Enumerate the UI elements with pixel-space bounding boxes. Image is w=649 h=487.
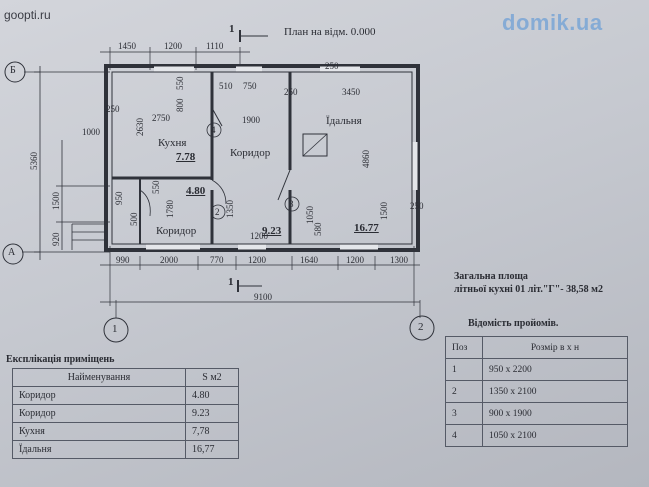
room-area: 7,78	[185, 422, 239, 441]
dim-inner-15: 250	[410, 201, 424, 211]
header-pos: Поз	[445, 336, 483, 359]
dim-bottom-2: 2000	[160, 255, 178, 265]
dim-inner-6: 750	[243, 81, 257, 91]
room-area-kitchen: 7.78	[176, 151, 196, 163]
dim-total: 9100	[254, 292, 272, 302]
room-name: Коридор	[12, 386, 186, 405]
room-name: Коридор	[12, 404, 186, 423]
dim-bottom-7: 1300	[390, 255, 408, 265]
table-row: 1 950 х 2200	[445, 358, 628, 381]
table-row: 3 900 х 1900	[445, 402, 628, 425]
dim-inner-4: 550	[175, 76, 185, 91]
dim-left-2: 1500	[51, 192, 61, 210]
dim-inner-17: 1780	[165, 200, 175, 218]
axis-label-a: А	[8, 247, 16, 258]
dim-inner-23: 550	[151, 180, 161, 195]
total-area-line-2: літньої кухні 01 літ."Г"- 38,58 м2	[454, 284, 603, 295]
dim-inner-5: 510	[219, 81, 233, 91]
watermark-left: goopti.ru	[4, 8, 51, 22]
dim-inner-10: 1900	[242, 115, 260, 125]
opening-pos: 1	[445, 358, 483, 381]
axis-label-1: 1	[112, 323, 118, 335]
room-area: 4.80	[185, 386, 239, 405]
total-area-line-1: Загальна площа	[454, 271, 528, 282]
room-name: Їдальня	[12, 440, 186, 459]
dim-top-2: 1200	[164, 41, 182, 51]
dim-inner-19: 500	[129, 212, 139, 227]
opening-size: 1350 х 2100	[482, 380, 628, 403]
room-area: 16,77	[185, 440, 239, 459]
door-mark-3: 3	[289, 199, 294, 209]
room-name-kitchen: Кухня	[158, 137, 187, 149]
total-area-note: Загальна площа літньої кухні 01 літ."Г"-…	[454, 270, 603, 296]
room-name-corridor-1: Коридор	[230, 147, 271, 159]
dim-bottom-4: 1200	[248, 255, 266, 265]
door-mark-2: 2	[215, 207, 220, 217]
axis-label-b: Б	[10, 65, 16, 76]
section-mark-bottom: 1	[228, 276, 234, 288]
opening-size: 950 х 2200	[482, 358, 628, 381]
dim-inner-8: 3450	[342, 87, 360, 97]
opening-size: 1050 х 2100	[482, 424, 628, 447]
dim-inner-18: 1350	[225, 200, 235, 218]
header-area: S м2	[185, 368, 239, 387]
explication-title: Експлікація приміщень	[6, 354, 115, 365]
dim-top-3: 1110	[206, 41, 224, 51]
dim-inner-11: 2630	[135, 118, 145, 136]
room-area-corridor-1: 9.23	[262, 225, 282, 237]
dim-left-3: 920	[51, 232, 61, 247]
axis-label-2: 2	[418, 321, 424, 333]
openings-table: Поз Розмір в х н 1 950 х 2200 2 1350 х 2…	[445, 336, 628, 447]
dim-inner-3: 800	[175, 98, 185, 113]
room-name-corridor-2: Коридор	[156, 225, 197, 237]
dim-inner-2: 2750	[152, 113, 170, 123]
room-name-dining: Їдальня	[326, 115, 362, 127]
dim-inner-21: 580	[313, 222, 323, 237]
header-name: Найменування	[12, 368, 186, 387]
room-area-corridor-2: 4.80	[186, 185, 206, 197]
dim-inner-16: 950	[114, 191, 124, 206]
dim-inner-12: 1000	[82, 127, 100, 137]
dim-bottom-5: 1640	[300, 255, 318, 265]
dim-bottom-3: 770	[210, 255, 224, 265]
table-row: Їдальня 16,77	[12, 440, 239, 459]
dim-inner-13: 4860	[361, 150, 371, 168]
dim-inner-7: 250	[284, 87, 298, 97]
dim-inner-22: 1200	[250, 231, 268, 241]
explication-table: Найменування S м2 Коридор 4.80 Коридор 9…	[12, 368, 239, 459]
header-size: Розмір в х н	[482, 336, 628, 359]
table-row: Коридор 9.23	[12, 404, 239, 423]
plan-title: План на відм. 0.000	[284, 26, 376, 38]
table-header-row: Поз Розмір в х н	[445, 336, 628, 359]
table-header-row: Найменування S м2	[12, 368, 239, 387]
table-row: 4 1050 х 2100	[445, 424, 628, 447]
room-area: 9.23	[185, 404, 239, 423]
opening-pos: 2	[445, 380, 483, 403]
opening-size: 900 х 1900	[482, 402, 628, 425]
door-mark-4: 4	[211, 125, 216, 135]
table-row: 2 1350 х 2100	[445, 380, 628, 403]
watermark-right: domik.ua	[502, 10, 603, 35]
dim-inner-9: 250	[325, 61, 339, 71]
openings-title: Відомість пройомів.	[468, 318, 559, 329]
opening-pos: 3	[445, 402, 483, 425]
room-area-dining: 16.77	[354, 222, 379, 234]
section-mark-top: 1	[229, 23, 235, 35]
opening-pos: 4	[445, 424, 483, 447]
table-row: Кухня 7,78	[12, 422, 239, 441]
dim-inner-14: 1500	[379, 202, 389, 220]
dim-top-1: 1450	[118, 41, 136, 51]
dim-bottom-1: 990	[116, 255, 130, 265]
dim-bottom-6: 1200	[346, 255, 364, 265]
dim-left-1: 5360	[29, 152, 39, 170]
dim-inner-1: 250	[106, 104, 120, 114]
table-row: Коридор 4.80	[12, 386, 239, 405]
room-name: Кухня	[12, 422, 186, 441]
